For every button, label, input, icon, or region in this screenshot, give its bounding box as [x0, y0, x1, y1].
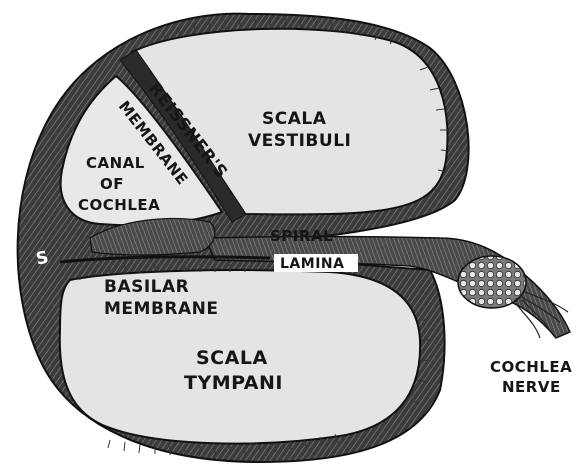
label-cochlea-nerve-line1: COCHLEA [490, 358, 572, 376]
label-canal-line2: OF [100, 175, 124, 193]
spiral-ganglion [458, 256, 526, 308]
label-scala-vestibuli-line1: SCALA [262, 109, 327, 129]
label-canal-line3: COCHLEA [78, 196, 160, 214]
label-lamina: LAMINA [280, 256, 344, 272]
label-scala-tympani-line1: SCALA [196, 347, 268, 369]
label-scala-tympani-line2: TYMPANI [184, 372, 283, 394]
label-spiral: SPIRAL [270, 227, 333, 245]
label-basilar-line1: BASILAR [104, 277, 189, 297]
label-canal-line1: CANAL [86, 154, 145, 172]
label-basilar-line2: MEMBRANE [104, 299, 219, 319]
label-cochlea-nerve-line2: NERVE [502, 378, 561, 396]
label-scala-vestibuli-line2: VESTIBULI [248, 131, 351, 151]
